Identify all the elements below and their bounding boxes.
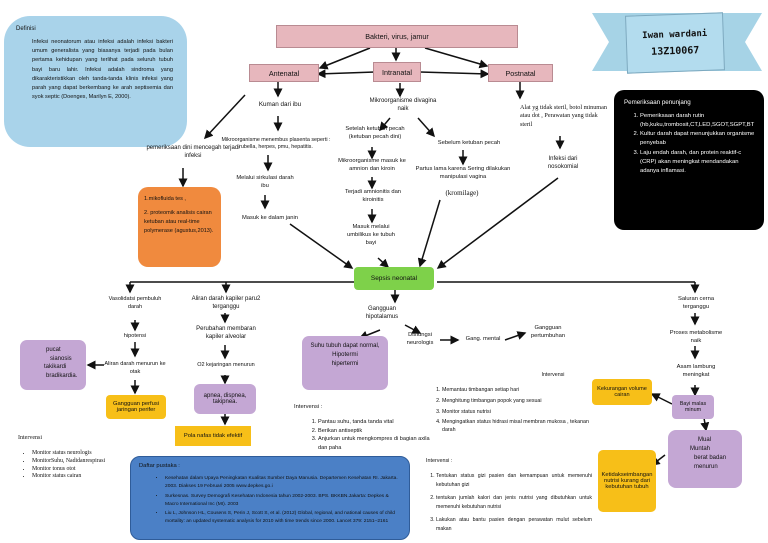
penunjang-item-1: Pemeriksaan darah rutin (hb,kuku,trombos…: [640, 112, 756, 130]
author-id: 13Z10067: [651, 44, 700, 58]
center-symptom-3: hipertermi: [331, 361, 359, 367]
pustaka-item-2: Surkesnas. Survey Demografi Kesehatan In…: [165, 493, 401, 509]
right-interv1-2: Menghitung timbangan popok yang sesuai: [442, 396, 600, 407]
left-interv-3: Monitor tonus otot: [32, 466, 162, 474]
penunjang-title: Pemeriksaan penunjang: [624, 99, 691, 106]
author-name: Iwan wardani: [642, 28, 708, 41]
antenatal-step-4: Masuk ke dalam janin: [241, 215, 299, 221]
neuro-step-1: Disfungsi neurologis: [406, 332, 434, 346]
center-step-1: Gangguan hipotalamus: [365, 306, 399, 321]
definisi-box: Definisi Infeksi neonatorum atau infeksi…: [4, 16, 187, 147]
definisi-text: Infeksi neonatorum atau infeksi adalah i…: [32, 39, 173, 101]
pencegahan-title: pemeriksaan dini mencegah terjadi infeks…: [146, 145, 240, 160]
antenatal-step-2: Mikroorganisme menembus plasenta seperti…: [221, 137, 331, 151]
cause-header: Bakteri, virus, jamur: [276, 25, 518, 48]
diagnosis-pola-nafas: Pola nafas tidak efektif: [175, 426, 251, 446]
right-interv1-3: Monitor status nutrisi: [442, 407, 600, 418]
pustaka-box: Daftar pustaka : Kesehatan dalam Upaya P…: [130, 456, 410, 540]
pencegahan-item-2: 2. proteomik analisis cairan ketuban ata…: [144, 209, 214, 234]
penunjang-item-2: Kultur darah dapat menunjukkan organisme…: [640, 130, 756, 148]
center-symptom-1: Suhu tubuh dapat normal,: [310, 343, 380, 349]
postnatal-step-2: Infeksi dari nosokomial: [547, 156, 579, 171]
left-interv-2: MonitorSuhu, Nadidanrespirasi: [32, 458, 162, 466]
intranatal-alt-1: Sebelum ketuban pecah: [437, 140, 501, 146]
left-symptom-1: pucat: [46, 347, 61, 353]
right-interv2-2: tentukan jumlah kalori dan jenis nutrisi…: [436, 494, 592, 512]
right-interv1-1: Memantau timbangan setiap hari: [442, 385, 600, 396]
left-step-2: hipotensi: [123, 333, 147, 339]
pustaka-title: Daftar pustaka :: [139, 463, 180, 469]
center-interv-list: Pantau suhu, tanda tanda vital Berikan a…: [300, 418, 438, 453]
right-symptom-3: berat badan menurun: [694, 455, 727, 470]
diagnosis-perfusi: Gangguan perfusi jaringan perifer: [106, 395, 166, 419]
left-interv-list: Monitor status neurologis MonitorSuhu, N…: [24, 450, 162, 481]
center-node: Sepsis neonatal: [354, 267, 434, 290]
right-bayi-box: Bayi malas minum: [672, 395, 714, 419]
intranatal-step-2: Setelah ketuban pecah (ketuban pecah din…: [345, 126, 405, 140]
antenatal-header: Antenatal: [249, 64, 319, 82]
antenatal-step-1: Kuman dari ibu: [258, 101, 302, 108]
postnatal-step-1: Alat yg tidak steril, botol minuman atau…: [520, 104, 607, 128]
intranatal-step-1: Mikroorganisme divagina naik: [369, 98, 437, 113]
right-interv2-3: Lakukan atau bantu pasien dengan perawat…: [436, 516, 592, 534]
left-symptom-3: takikardi: [44, 364, 67, 371]
left-interv-4: Monitor status cairan: [32, 473, 162, 481]
right-symptom-2: Muntah: [690, 446, 711, 452]
pustaka-item-1: Kesehatan dalam Upaya Peningkatan Kualit…: [165, 475, 401, 491]
right-interv1-list: Memantau timbangan setiap hari Menghitun…: [430, 385, 600, 434]
penunjang-item-3: Laju endah darah, dan protein reaktif-c …: [640, 149, 756, 176]
left-interv-title: Intervensi: [18, 435, 42, 441]
neuro-step-2: Gang. mental: [465, 336, 501, 342]
postnatal-header: Postnatal: [488, 64, 553, 82]
right-interv2-title: Intervensi :: [426, 458, 453, 464]
right-interv1-4: Mengingatkan status hidrasi misal membra…: [442, 418, 600, 434]
intranatal-step-5: Masuk melalui umbilikus ke tubuh bayi: [346, 224, 395, 246]
right-step-3: Asam lambung meningkat: [676, 364, 716, 378]
center-symptom-2: Hipotermi: [332, 352, 358, 358]
author-card: Iwan wardani 13Z10067: [625, 12, 725, 74]
left-symptom-2: sianosis: [50, 355, 72, 362]
right-step-2: Proses metabolisme naik: [669, 330, 723, 344]
center-interv-title: Intervensi :: [294, 404, 323, 410]
pencegahan-item-1: 1.mikofluida tes ,: [144, 196, 186, 202]
neuro-step-3: Gangguan pertumbuhan: [530, 325, 566, 339]
diagnosis-volume-cairan: Kekurangan volume cairan: [592, 379, 652, 405]
left-step-3: Aliran darah menurun ke otak: [104, 361, 166, 375]
center-symptom-box: Suhu tubuh dapat normal, Hipotermi hiper…: [302, 336, 388, 390]
intranatal-step-4: Terjadi amnionitis dan kiroinitis: [344, 189, 402, 203]
mid-step-1: Aliran darah kapiler paru2 terganggu: [191, 296, 261, 311]
intranatal-header: Intranatal: [373, 62, 421, 82]
left-interv-1: Monitor status neurologis: [32, 450, 162, 458]
right-interv2-1: Tentukan status gizi pasien dan kemampua…: [436, 472, 592, 490]
definisi-title: Definisi: [16, 26, 36, 32]
mid-step-2: Perubahan membaran kapiler alveolar: [196, 326, 256, 341]
center-interv-1: Pantau suhu, tanda tanda vital: [318, 418, 438, 427]
right-interv2-list: Tentukan status gizi pasien dan kemampua…: [426, 472, 592, 535]
antenatal-step-3: Melalui sirkulasi darah ibu: [236, 175, 294, 189]
mid-step-3: O2 kejaringan menurun: [197, 362, 255, 368]
intranatal-alt-3: (kromilage): [445, 189, 479, 197]
diagnosis-nutrisi: Ketidakseimbangan nutrisi kurang dari ke…: [598, 450, 656, 512]
left-symptom-4: bradikardia.: [46, 373, 78, 380]
left-step-1: Vasolidatsi pembuluh darah: [108, 296, 162, 310]
right-symptom-1: Mual: [698, 437, 712, 443]
pencegahan-box: 1.mikofluida tes , 2. proteomik analisis…: [138, 187, 221, 267]
mid-symptom-box: apnea, dispnea, takipnea.: [194, 384, 256, 414]
intranatal-alt-2: Partus lama karena Sering dilakukan mani…: [415, 166, 511, 180]
penunjang-box: Pemeriksaan penunjang Pemeriksaan darah …: [614, 90, 764, 230]
left-symptom-box: pucat sianosis takikardi bradikardia.: [20, 340, 86, 390]
right-symptom-box: Mual Muntah berat badan menurun: [668, 430, 742, 488]
center-interv-3: Anjurkan untuk mengkompres di bagian axi…: [318, 435, 438, 452]
pustaka-item-3: Liu L, Johnson HL, Cousens S, Perin J, S…: [165, 510, 401, 526]
intranatal-step-3: Mikroorganisme masuk ke amnion dan kiroi…: [338, 158, 406, 172]
right-step-1: Saluran cerna terganggu: [677, 296, 715, 310]
right-interv1-title: Intervensi: [541, 372, 565, 378]
center-interv-2: Berikan antiseptik: [318, 427, 438, 436]
